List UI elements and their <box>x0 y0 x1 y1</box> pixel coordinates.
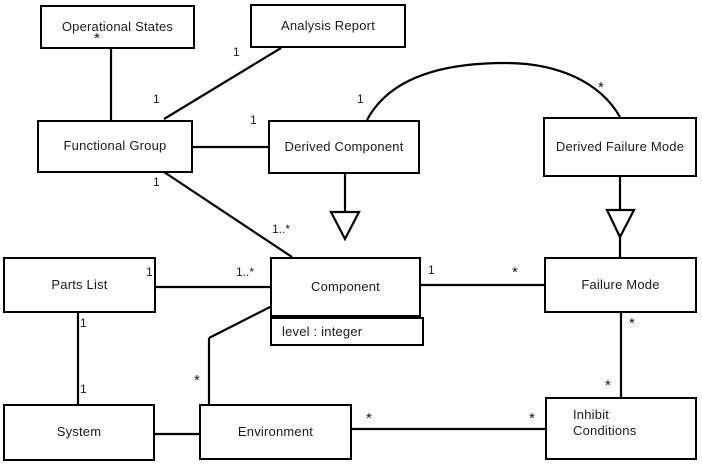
class-name-parts-list: Parts List <box>51 276 108 292</box>
class-attribute-component-level: level : integer <box>282 324 363 339</box>
multiplicity-inhibit-failure-mode-star: * <box>605 377 611 394</box>
class-name-system: System <box>56 424 102 440</box>
generalization-triangle-component <box>329 210 361 242</box>
class-name-derived-failure-mode: Derived Failure Mode <box>555 138 685 154</box>
edge-functional-group-component <box>163 171 293 258</box>
class-box-environment[interactable]: Environment <box>199 404 352 460</box>
class-name-component: Component <box>310 278 380 294</box>
multiplicity-derived-component-arc-one: 1 <box>357 92 364 106</box>
multiplicity-analysis-report-one: 1 <box>233 45 240 59</box>
multiplicity-component-functional-group-one-star: 1..* <box>272 222 291 236</box>
class-box-derived-failure-mode[interactable]: Derived Failure Mode <box>543 117 697 177</box>
class-name-failure-mode: Failure Mode <box>581 276 660 292</box>
multiplicity-derived-failure-mode-arc-star: * <box>598 79 604 96</box>
multiplicity-functional-group-derived-component-one: 1 <box>250 113 257 127</box>
multiplicity-component-parts-list-one-star: 1..* <box>236 265 255 279</box>
class-box-operational-states[interactable]: Operational States <box>40 5 195 49</box>
edge-component-environment-diagonal <box>208 305 273 339</box>
multiplicity-parts-list-system-one: 1 <box>80 316 87 330</box>
multiplicity-operational-states-star: * <box>94 30 100 47</box>
class-box-functional-group[interactable]: Functional Group <box>37 120 193 173</box>
multiplicity-functional-group-to-operational-states: 1 <box>153 92 160 106</box>
class-name-environment: Environment <box>237 423 314 439</box>
class-attribute-compartment-component: level : integer <box>270 317 424 346</box>
class-box-component[interactable]: Component <box>270 257 421 317</box>
multiplicity-failure-mode-inhibit-star: * <box>629 315 635 332</box>
class-box-system[interactable]: System <box>3 404 155 461</box>
class-box-parts-list[interactable]: Parts List <box>3 257 156 313</box>
edge-derived-component-derived-failure-mode-arc <box>366 61 621 121</box>
class-name-functional-group: Functional Group <box>63 138 167 154</box>
multiplicity-environment-inhibit-star: * <box>366 410 372 427</box>
class-box-derived-component[interactable]: Derived Component <box>268 120 420 174</box>
class-name-derived-component: Derived Component <box>284 138 404 154</box>
multiplicity-parts-list-component-one: 1 <box>146 265 153 279</box>
class-box-failure-mode[interactable]: Failure Mode <box>544 257 697 313</box>
class-box-inhibit-conditions[interactable]: Inhibit Conditions <box>545 397 697 460</box>
multiplicity-inhibit-environment-star: * <box>529 410 535 427</box>
multiplicity-failure-mode-component-star: * <box>512 264 518 281</box>
class-name-operational-states: Operational States <box>61 18 174 34</box>
class-box-analysis-report[interactable]: Analysis Report <box>250 4 406 48</box>
multiplicity-functional-group-component-one: 1 <box>153 175 160 189</box>
multiplicity-component-failure-mode-one: 1 <box>428 263 435 277</box>
edge-analysis-report-functional-group <box>163 47 282 120</box>
multiplicity-system-parts-list-one: 1 <box>80 382 87 396</box>
class-name-analysis-report: Analysis Report <box>280 17 376 33</box>
class-name-inhibit-conditions: Inhibit Conditions <box>573 407 637 439</box>
multiplicity-environment-component-star: * <box>194 372 200 389</box>
generalization-triangle-failure-mode <box>605 208 636 240</box>
